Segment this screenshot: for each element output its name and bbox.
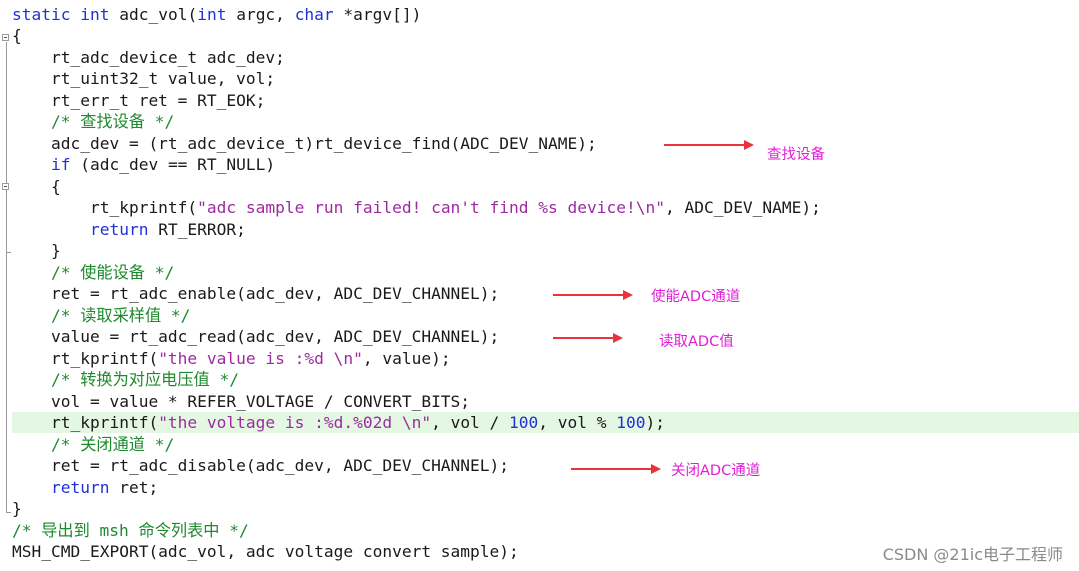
fold-guide [6, 42, 7, 512]
code-line-14: ret = rt_adc_enable(adc_dev, ADC_DEV_CHA… [12, 284, 500, 303]
arrow-icon [553, 290, 633, 300]
code-line-7: adc_dev = (rt_adc_device_t)rt_device_fin… [12, 134, 597, 153]
code-line-19: vol = value * REFER_VOLTAGE / CONVERT_BI… [12, 392, 471, 411]
keyword: int [80, 5, 110, 24]
fold-end-marker [6, 252, 11, 253]
annotation-disable-channel: 关闭ADC通道 [671, 463, 761, 479]
code-line-1: static int adc_vol(int argc, char *argv[… [12, 5, 422, 24]
annotation-enable-channel: 使能ADC通道 [651, 289, 741, 305]
code-line-10: rt_kprintf("adc sample run failed! can't… [12, 198, 821, 217]
code-comment: /* 读取采样值 */ [12, 306, 191, 325]
code-comment: /* 查找设备 */ [12, 112, 175, 131]
code-line-16: value = rt_adc_read(adc_dev, ADC_DEV_CHA… [12, 327, 500, 346]
arrow-icon [553, 333, 623, 343]
code-line-9: { [12, 177, 61, 196]
annotation-find-device: 查找设备 [767, 147, 825, 163]
annotation-read-value: 读取ADC值 [659, 334, 734, 350]
string-literal: "adc sample run failed! can't find %s de… [197, 198, 665, 217]
code-line-24: } [12, 499, 22, 518]
number-literal: 100 [616, 413, 646, 432]
code-comment: /* 导出到 msh 命令列表中 */ [12, 521, 249, 540]
fold-end-marker [6, 512, 11, 513]
code-line-8: if (adc_dev == RT_NULL) [50, 155, 276, 174]
code-line-4: rt_uint32_t value, vol; [12, 69, 276, 88]
code-comment: /* 使能设备 */ [12, 263, 175, 282]
code-line-12: } [12, 241, 61, 260]
code-line-17: rt_kprintf("the value is :%d \n", value)… [12, 349, 451, 368]
string-literal: "the value is :%d \n" [158, 349, 363, 368]
keyword: return [89, 220, 149, 239]
code-line-26: MSH_CMD_EXPORT(adc_vol, adc voltage conv… [12, 542, 519, 561]
code-line-2: { [12, 26, 22, 45]
code-comment: /* 关闭通道 */ [12, 435, 175, 454]
fold-toggle-icon[interactable] [2, 34, 9, 41]
keyword: char [294, 5, 334, 24]
current-line-highlight[interactable]: rt_kprintf("the voltage is :%d.%02d \n",… [12, 412, 1079, 433]
number-literal: 100 [509, 413, 539, 432]
code-line-23: return ret; [50, 478, 159, 497]
keyword: if [50, 155, 71, 174]
keyword: static [12, 5, 71, 24]
code-line-11: return RT_ERROR; [89, 220, 246, 239]
watermark: CSDN @21ic电子工程师 [882, 545, 1063, 564]
code-line-22: ret = rt_adc_disable(adc_dev, ADC_DEV_CH… [12, 456, 510, 475]
keyword: int [197, 5, 227, 24]
code-comment: /* 转换为对应电压值 */ [12, 370, 239, 389]
code-line-3: rt_adc_device_t adc_dev; [12, 48, 285, 67]
code-line-5: rt_err_t ret = RT_EOK; [12, 91, 266, 110]
arrow-icon [664, 140, 754, 150]
fold-gutter [0, 0, 12, 571]
fold-toggle-icon[interactable] [2, 183, 9, 190]
keyword: return [50, 478, 110, 497]
arrow-icon [571, 464, 661, 474]
string-literal: "the voltage is :%d.%02d \n" [158, 413, 432, 432]
